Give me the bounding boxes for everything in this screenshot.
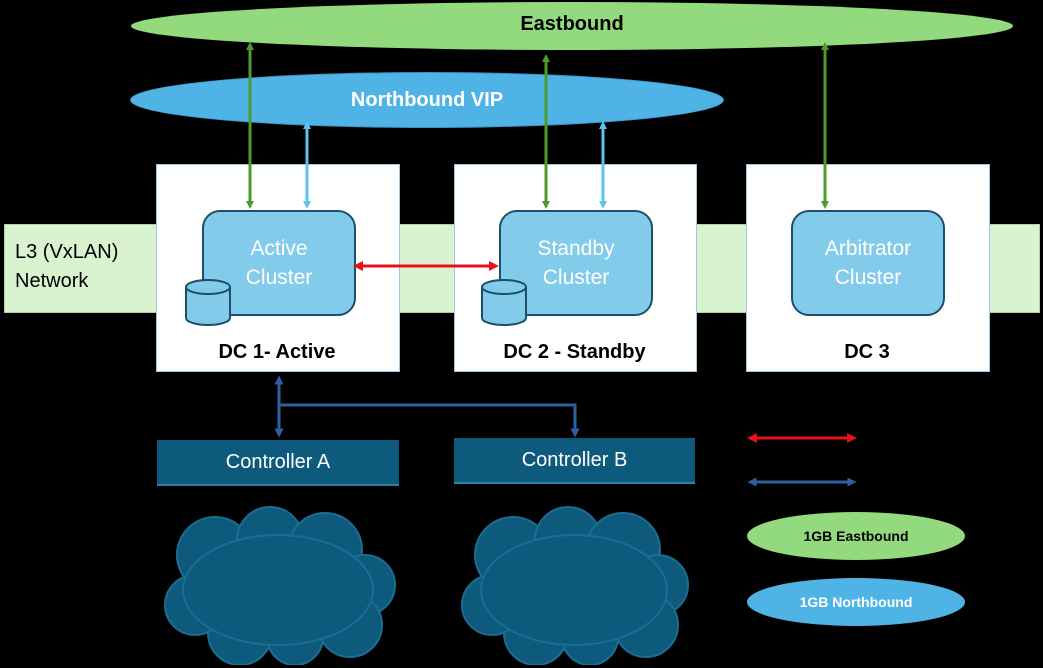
northbound-vip-label: Northbound VIP: [350, 88, 504, 111]
arbitrator-cluster: Arbitrator Cluster: [791, 210, 945, 316]
controller-b: Controller B: [454, 438, 695, 484]
eastbound-ellipse: Eastbound: [131, 2, 1013, 50]
northbound-vip-ellipse: Northbound VIP: [130, 72, 724, 128]
dc2-database-icon: [481, 279, 527, 326]
dc1-label: DC 1- Active: [218, 340, 336, 363]
cloud-b-icon: [461, 506, 689, 665]
dc1-database-icon: [185, 279, 231, 326]
controller-b-label: Controller B: [521, 448, 628, 471]
arbitrator-cluster-line1: Arbitrator: [824, 237, 912, 260]
cloud-a-icon: [164, 506, 396, 665]
legend-northbound-ellipse: 1GB Northbound: [747, 578, 965, 626]
network-label-line2: Network: [15, 270, 89, 292]
eastbound-label: Eastbound: [520, 13, 624, 35]
legend-eastbound-label: 1GB Eastbound: [803, 528, 909, 544]
network-label: L3 (VxLAN) Network: [15, 238, 118, 296]
controller-a: Controller A: [157, 440, 399, 486]
legend-eastbound-ellipse: 1GB Eastbound: [747, 512, 965, 560]
dc3-label: DC 3: [844, 340, 890, 363]
network-label-line1: L3 (VxLAN): [15, 241, 119, 263]
dc2-label: DC 2 - Standby: [503, 340, 646, 363]
standby-cluster-line1: Standby: [537, 237, 615, 260]
controller-a-label: Controller A: [225, 450, 331, 473]
arbitrator-cluster-line2: Cluster: [834, 266, 902, 289]
standby-cluster-line2: Cluster: [542, 266, 610, 289]
active-cluster-line2: Cluster: [245, 266, 313, 289]
active-cluster-line1: Active: [250, 237, 308, 260]
legend-northbound-label: 1GB Northbound: [799, 594, 913, 610]
standby-cluster: Standby Cluster: [499, 210, 653, 316]
